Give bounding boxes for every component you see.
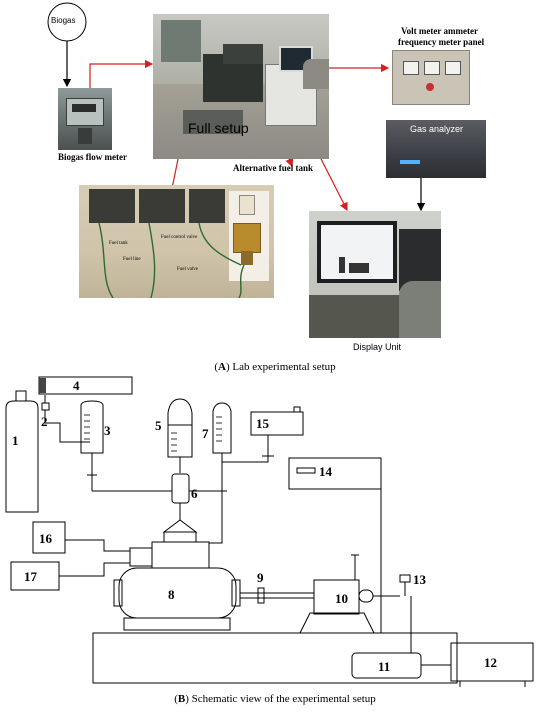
display-unit-label: Display Unit	[353, 342, 402, 352]
label-1: 1	[12, 433, 19, 448]
label-2: 2	[41, 414, 48, 429]
caption-a-letter: A	[218, 361, 226, 373]
box-16	[32, 521, 66, 554]
full-setup-photo	[153, 14, 329, 159]
label-3: 3	[104, 423, 111, 438]
sensor-13	[399, 574, 411, 583]
fuel-photo-label-tank: Fuel tank	[109, 241, 128, 246]
gas-analyzer-photo	[386, 120, 486, 178]
label-17: 17	[24, 569, 38, 584]
fuel-photo-label-control-valve: Fuel control valve	[161, 235, 198, 240]
burette-7	[212, 402, 232, 454]
label-10: 10	[335, 591, 348, 606]
panel-label-line2: frequency meter panel	[398, 37, 485, 47]
biogas-flow-meter-photo	[58, 88, 112, 150]
caption-b-letter: B	[177, 693, 186, 705]
flow-meter-label: Biogas flow meter	[58, 152, 127, 162]
gas-cylinder-1	[5, 400, 39, 513]
base-table	[92, 632, 458, 684]
label-15: 15	[256, 416, 270, 431]
schematic: 1 2 3 4 5 6 7 8 9 10 11 12 13 14 15 16 1…	[5, 376, 534, 687]
component-6	[171, 473, 190, 504]
label-5: 5	[155, 418, 162, 433]
label-14: 14	[319, 464, 333, 479]
caption-b-text: Schematic view of the experimental setup	[191, 693, 376, 705]
engine-8	[118, 567, 237, 619]
panel-label-line1: Volt meter ammeter	[401, 26, 478, 36]
component-12	[450, 642, 534, 682]
fuel-injector	[162, 519, 198, 533]
label-16: 16	[39, 531, 53, 546]
label-8: 8	[168, 587, 175, 602]
display-14	[288, 457, 382, 490]
caption-a-text: Lab experimental setup	[232, 361, 336, 373]
meter-panel-photo	[392, 50, 470, 105]
display-unit-photo	[309, 211, 441, 338]
gas-analyzer-label: Gas analyzer	[410, 124, 464, 134]
biogas-label: Biogas	[51, 16, 76, 25]
label-9: 9	[257, 570, 264, 585]
engine-head	[151, 541, 210, 569]
burette-5	[167, 398, 193, 458]
burette-3	[80, 400, 104, 454]
coupling-9	[257, 587, 265, 604]
fuel-photo-label-line: Fuel line	[123, 257, 141, 262]
full-setup-label: Full setup	[188, 120, 249, 136]
fuel-photo-label-valve: Fuel valve	[177, 267, 198, 272]
component-4	[38, 376, 133, 395]
valve-2	[41, 402, 50, 411]
fuel-tank-label: Alternative fuel tank	[233, 163, 313, 173]
caption-a: (A) Lab experimental setup	[214, 361, 336, 373]
label-4: 4	[73, 378, 80, 393]
label-11: 11	[378, 659, 390, 674]
tank-15	[250, 411, 304, 436]
caption-b: (B) Schematic view of the experimental s…	[174, 693, 376, 705]
label-7: 7	[202, 426, 209, 441]
label-13: 13	[413, 572, 427, 587]
label-12: 12	[484, 655, 497, 670]
fuel-system-photo: Fuel tank Fuel line Fuel control valve F…	[79, 185, 274, 298]
label-6: 6	[191, 486, 198, 501]
